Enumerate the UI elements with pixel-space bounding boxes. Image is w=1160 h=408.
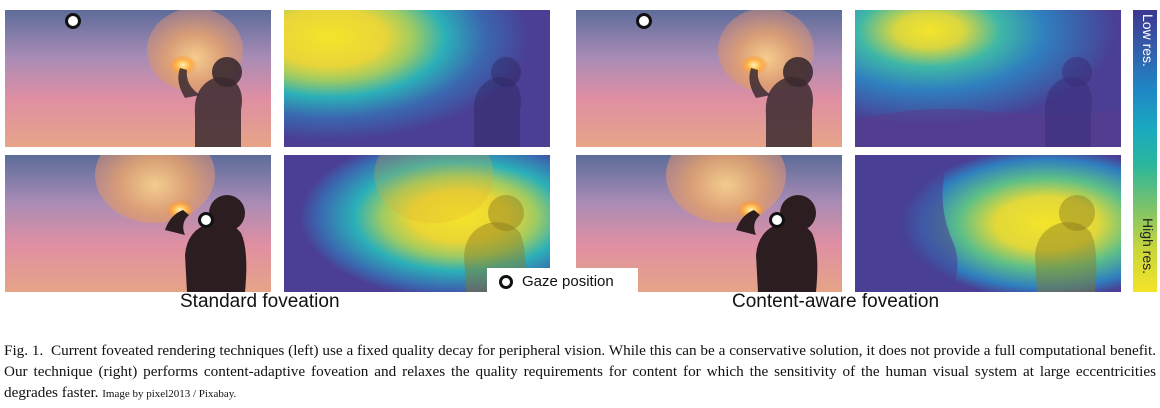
panel-content-heatmap-bottom [855, 155, 1121, 292]
heatmap-scene [855, 155, 1121, 292]
heatmap-scene [284, 10, 550, 147]
legend-label: Gaze position [522, 273, 614, 290]
photo-scene [5, 155, 271, 292]
colorbar-top-label: Low res. [1140, 14, 1156, 67]
section-label-standard: Standard foveation [180, 291, 340, 312]
panel-standard-photo-top [5, 10, 271, 147]
gaze-ring-icon [499, 274, 513, 289]
photo-scene [5, 10, 271, 147]
heatmap-scene [855, 10, 1121, 147]
panel-standard-heatmap-top [284, 10, 550, 147]
heatmap-scene [284, 155, 550, 292]
panel-standard-heatmap-bottom [284, 155, 550, 292]
section-label-content-aware: Content-aware foveation [732, 291, 940, 312]
caption-text: Current foveated rendering techniques (l… [4, 342, 1156, 401]
photo-scene [576, 10, 842, 147]
panel-content-photo-bottom [576, 155, 842, 292]
photo-scene [576, 155, 842, 292]
caption-prefix: Fig. 1. [4, 342, 44, 359]
gaze-marker [198, 212, 214, 228]
panel-standard-photo-bottom [5, 155, 271, 292]
gaze-marker [65, 13, 81, 29]
figure-caption: Fig. 1. Current foveated rendering techn… [4, 340, 1156, 405]
resolution-colorbar [1133, 10, 1157, 292]
colorbar-bottom-label: High res. [1140, 218, 1156, 275]
caption-credit: Image by pixel2013 / Pixabay. [102, 388, 237, 400]
panel-content-heatmap-top [855, 10, 1121, 147]
gaze-marker [636, 13, 652, 29]
panel-content-photo-top [576, 10, 842, 147]
gaze-marker [769, 212, 785, 228]
gaze-position-legend: Gaze position [487, 268, 638, 295]
